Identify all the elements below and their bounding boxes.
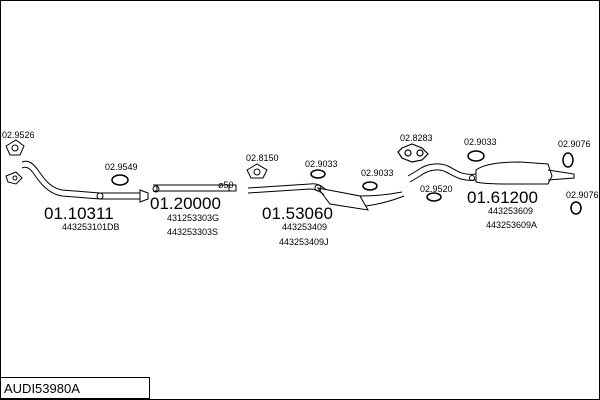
clamp-3-icon[interactable] [310, 169, 326, 179]
accessory-label-clamp-2: 02.8150 [246, 153, 279, 163]
part-code-intermediate-pipe: 01.20000 [150, 194, 221, 213]
accessory-label-clamp-1: 02.9549 [105, 162, 138, 172]
front-pipe-part[interactable] [21, 160, 149, 203]
gasket-front-icon[interactable] [5, 139, 25, 185]
clamp-2-icon[interactable] [246, 163, 268, 179]
accessory-label-clamp-4: 02.9033 [361, 168, 394, 178]
accessory-label-gasket-front: 02.9526 [2, 130, 35, 140]
clamp-small-icon [152, 185, 160, 193]
oem-number-rear-silencer-2: 443253609A [486, 220, 537, 230]
pipe-length-label: ø50 [218, 180, 234, 190]
oem-number-intermediate-pipe-1: 431253303G [167, 213, 219, 223]
part-code-middle-silencer: 01.53060 [262, 204, 333, 223]
accessory-label-rubber-ring-1: 02.9076 [558, 139, 591, 149]
intermediate-pipe-part[interactable] [153, 184, 237, 192]
rubber-ring-2-icon[interactable] [570, 201, 582, 215]
clamp-4-icon[interactable] [362, 181, 378, 191]
oem-number-middle-silencer-2: 443253409J [279, 237, 329, 247]
accessory-label-mount-2: 02.9520 [420, 184, 453, 194]
accessory-label-clamp-3: 02.9033 [305, 159, 338, 169]
mount-2-icon[interactable] [426, 192, 442, 202]
accessory-label-rubber-ring-2: 02.9076 [566, 190, 599, 200]
rubber-ring-1-icon[interactable] [562, 152, 574, 168]
oem-number-intermediate-pipe-2: 443253303S [167, 227, 218, 237]
part-code-rear-silencer: 01.61200 [467, 188, 538, 207]
oem-number-middle-silencer-1: 443253409 [282, 222, 327, 232]
accessory-label-mount-3: 02.9033 [464, 137, 497, 147]
model-code: AUDI53980A [4, 381, 80, 396]
accessory-label-mount-1: 02.8283 [400, 133, 433, 143]
model-code-box: AUDI53980A [0, 377, 150, 399]
part-code-front-pipe: 01.10311 [44, 204, 114, 223]
oem-number-front-pipe: 443253101DB [62, 222, 120, 232]
rear-silencer-part[interactable] [407, 161, 575, 185]
clamp-1-icon[interactable] [111, 174, 129, 186]
oem-number-rear-silencer-1: 443253609 [488, 206, 533, 216]
mount-1-icon[interactable] [397, 143, 429, 163]
middle-silencer-part[interactable] [247, 183, 405, 211]
mount-3-icon[interactable] [467, 150, 485, 162]
